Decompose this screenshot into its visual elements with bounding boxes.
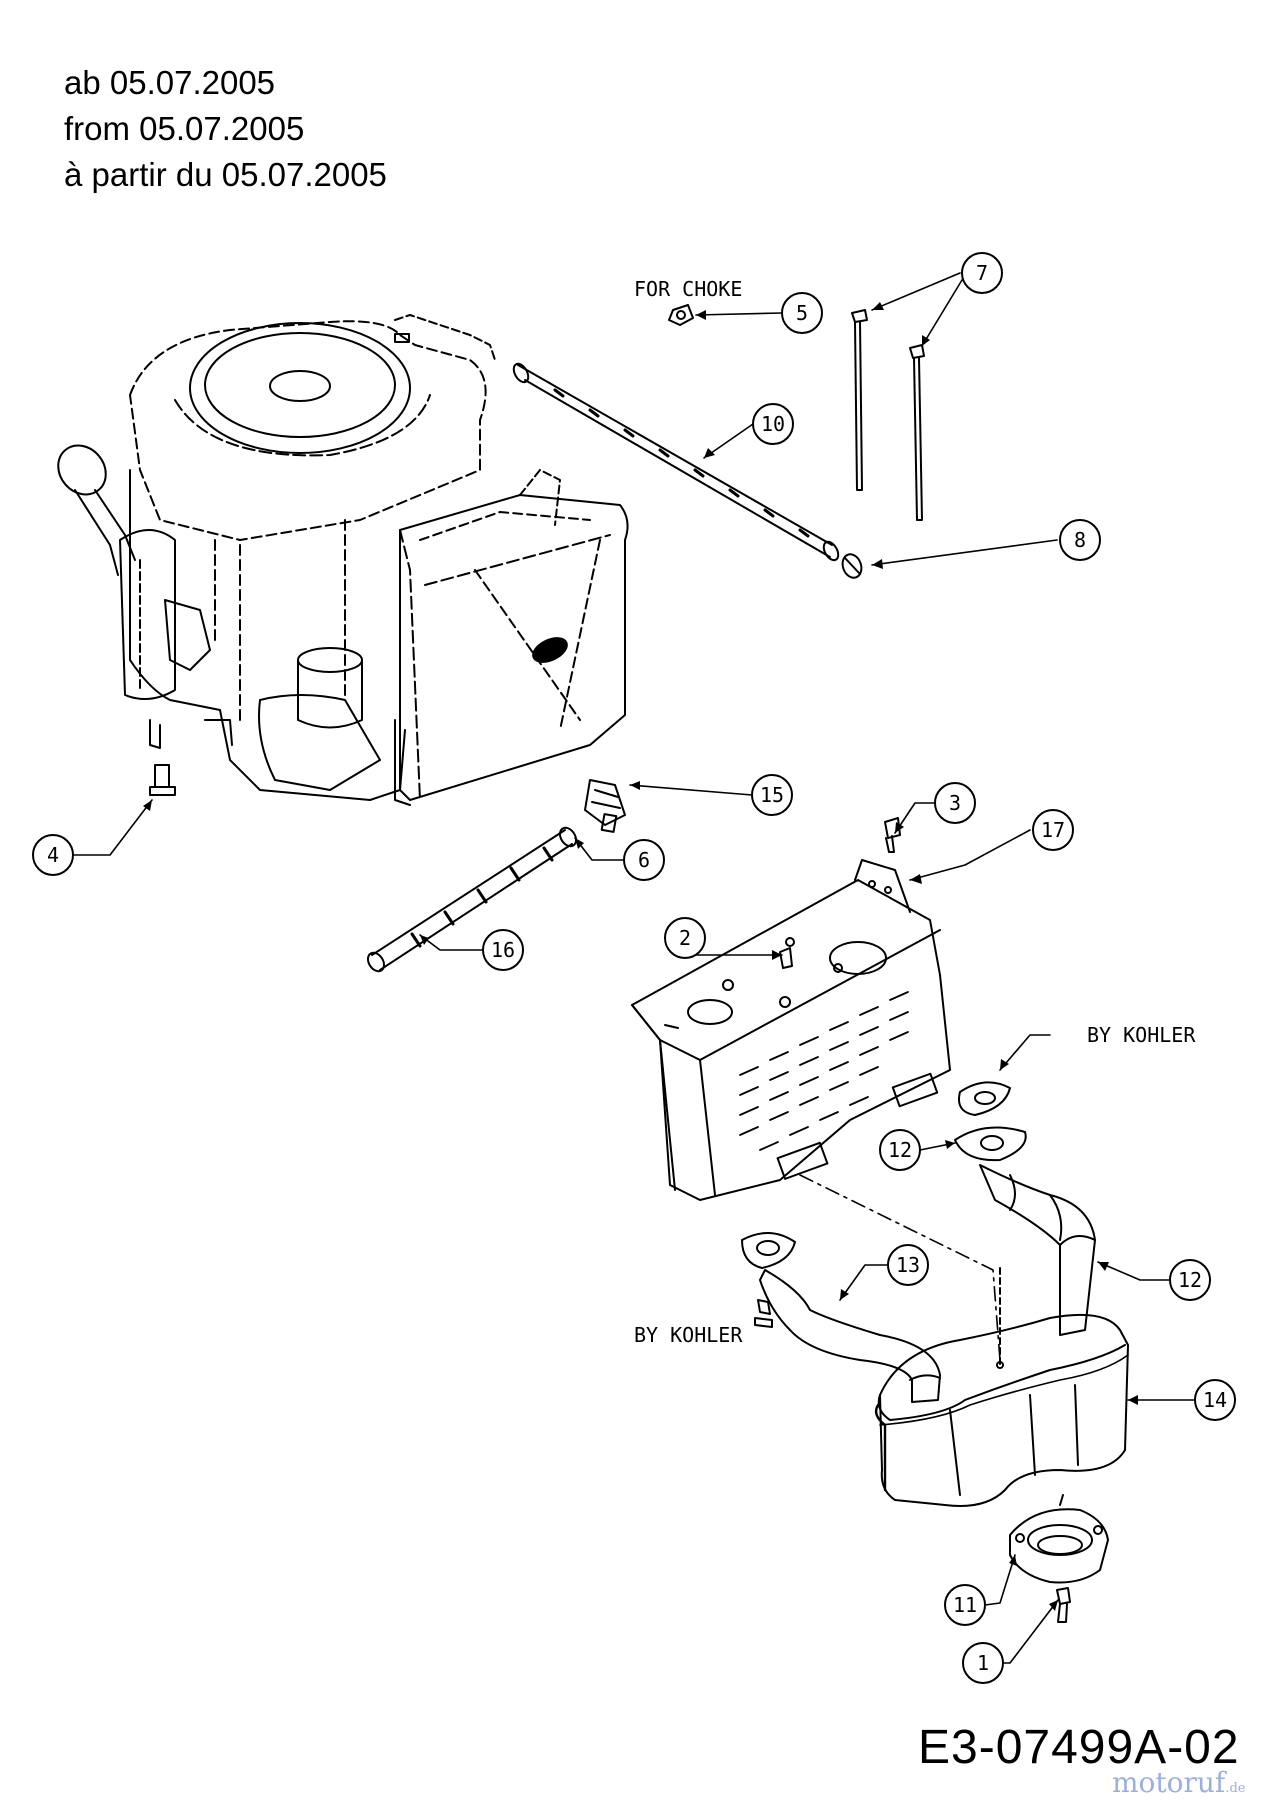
callout-10: 10: [761, 412, 785, 436]
callout-12a: 12: [888, 1138, 912, 1162]
validity-date-fr: à partir du 05.07.2005: [64, 156, 387, 193]
exhaust-pipe-13: [741, 1232, 941, 1403]
muffler-14: [874, 1267, 1129, 1507]
callout-4-circle: [32, 834, 74, 876]
heat-shield-17: [631, 817, 951, 1201]
callout-15-circle: [751, 774, 793, 816]
callout-17: 17: [1041, 818, 1065, 842]
arrowheads: [143, 302, 1138, 1611]
fuel-line-10: [512, 362, 840, 562]
callout-6-circle: [623, 839, 665, 881]
callout-11-circle: [944, 1584, 986, 1626]
callout-8: 8: [1074, 528, 1086, 552]
callout-12b: 12: [1178, 1268, 1202, 1292]
callout-17-circle: [1032, 809, 1074, 851]
callout-1-circle: [962, 1642, 1004, 1684]
fitting-15: [584, 779, 626, 833]
watermark-text: motoruf: [1112, 1766, 1226, 1799]
watermark-suffix: .de: [1225, 1781, 1246, 1796]
callout-13: 13: [896, 1253, 920, 1277]
callout-2: 2: [679, 926, 691, 950]
callout-13-circle: [887, 1244, 929, 1286]
alignment-line: [799, 1174, 1001, 1361]
spark-deflector-11: [1009, 1494, 1109, 1584]
note-for-choke: FOR CHOKE: [634, 277, 742, 301]
callout-4: 4: [47, 843, 59, 867]
screw-1: [1056, 1587, 1071, 1623]
callout-6: 6: [638, 848, 650, 872]
validity-date-de: ab 05.07.2005: [64, 64, 276, 101]
callout-11: 11: [953, 1593, 977, 1617]
callout-15: 15: [760, 783, 784, 807]
leader-lines: [72, 272, 1196, 1664]
hose-clamp-8: [841, 553, 863, 579]
validity-date-en: from 05.07.2005: [64, 110, 305, 147]
watermark-logo: motoruf.de: [1112, 1766, 1245, 1799]
callout-16: 16: [491, 938, 515, 962]
choke-nut-5: [668, 304, 694, 326]
cable-ties-7: [851, 309, 925, 521]
callout-1: 1: [977, 1651, 989, 1675]
callout-14-circle: [1194, 1379, 1236, 1421]
callout-3-circle: [934, 782, 976, 824]
callout-12a-circle: [879, 1129, 921, 1171]
callout-14: 14: [1203, 1388, 1227, 1412]
exhaust-gasket-12: [954, 1081, 1096, 1336]
callout-7: 7: [976, 261, 988, 285]
callout-2-circle: [664, 917, 706, 959]
callout-5-circle: [781, 292, 823, 334]
callout-7-circle: [961, 252, 1003, 294]
callout-10-circle: [752, 403, 794, 445]
fuel-line-16: [366, 826, 578, 973]
callout-16-circle: [482, 929, 524, 971]
note-by-kohler-top: BY KOHLER: [1087, 1023, 1196, 1047]
engine-illustration: [57, 314, 629, 806]
note-by-kohler-bottom: BY KOHLER: [634, 1323, 743, 1347]
callout-8-circle: [1059, 519, 1101, 561]
callout-3: 3: [949, 791, 961, 815]
callout-5: 5: [796, 301, 808, 325]
callout-12b-circle: [1169, 1259, 1211, 1301]
drawing-number: E3-07499A-02: [918, 1721, 1240, 1774]
